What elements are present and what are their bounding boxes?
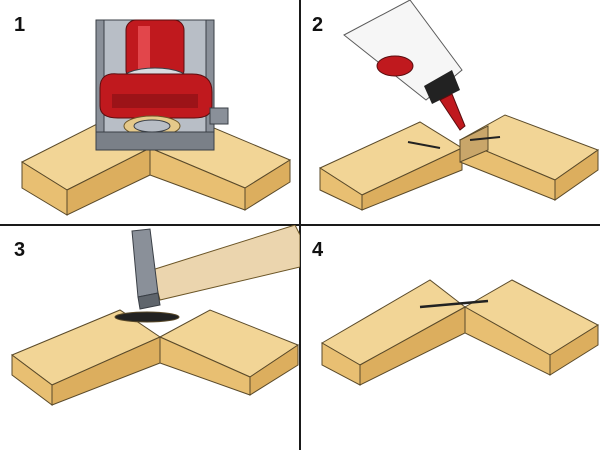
step-number: 1 bbox=[14, 14, 26, 36]
wood-right-piece bbox=[458, 114, 600, 201]
wood-corner bbox=[321, 279, 600, 386]
horizontal-divider bbox=[0, 224, 600, 226]
panel-step-4: 4 bbox=[300, 225, 600, 450]
panel-step-2: 2 bbox=[300, 0, 600, 225]
panel-step-3: 3 bbox=[0, 225, 300, 450]
hammer-illustration bbox=[11, 225, 300, 406]
step-number: 3 bbox=[14, 239, 26, 261]
hammer-icon bbox=[131, 225, 300, 310]
step-number: 4 bbox=[312, 239, 324, 261]
glue-illustration bbox=[318, 0, 600, 211]
biscuit-joiner-icon bbox=[95, 19, 229, 151]
wood-corner bbox=[11, 309, 300, 406]
step-number: 2 bbox=[312, 14, 324, 36]
panel-step-1: 1 bbox=[0, 0, 300, 225]
glue-bottle-icon bbox=[343, 0, 466, 131]
joiner-illustration bbox=[20, 19, 292, 216]
finished-joint-illustration bbox=[321, 279, 600, 386]
wood-left-piece bbox=[318, 121, 464, 211]
